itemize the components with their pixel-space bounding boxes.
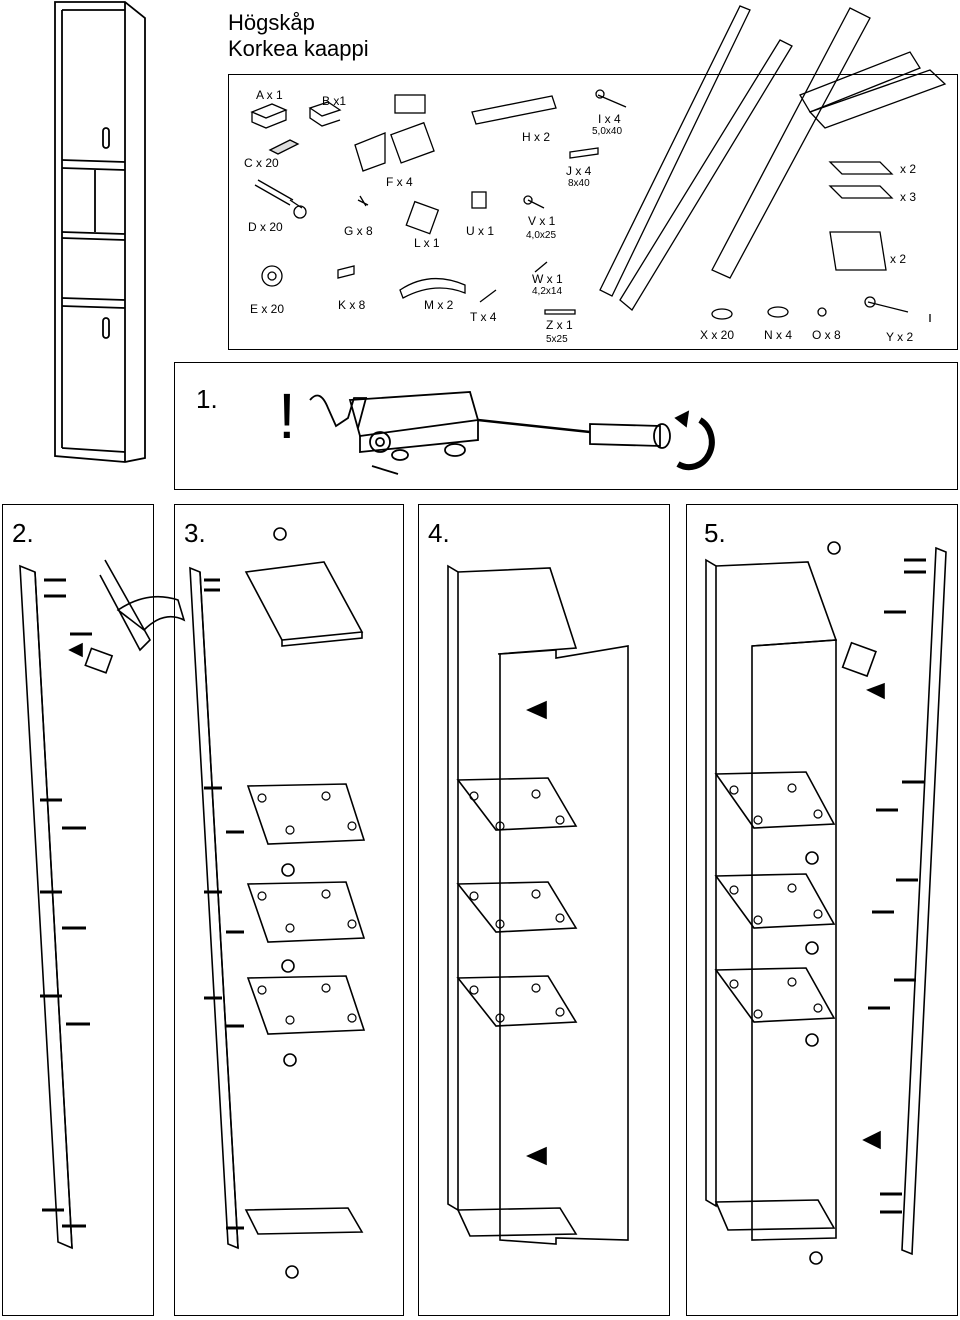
part-I-label: I x 4 [598, 112, 621, 126]
step-1-panel [174, 362, 958, 490]
step-4-panel [418, 504, 670, 1316]
part-J-label: J x 4 [566, 164, 592, 178]
step-3-number: 3. [184, 518, 206, 548]
part-L-label: L x 1 [414, 236, 440, 250]
part-N-label: N x 4 [764, 328, 793, 342]
part-A-label: A x 1 [256, 88, 283, 102]
part-J-size: 8x40 [568, 178, 590, 189]
part-E-label: E x 20 [250, 302, 285, 316]
step-5-panel [686, 504, 958, 1316]
part-Z-size: 5x25 [546, 334, 568, 345]
step-2-number: 2. [12, 518, 34, 548]
part-Z-label: Z x 1 [546, 318, 573, 332]
step-5-number: 5. [704, 518, 726, 548]
part-W-label: W x 1 [532, 272, 563, 286]
part-H-label: H x 2 [522, 130, 551, 144]
part-I-size: 5,0x40 [592, 126, 623, 137]
part-X-label: X x 20 [700, 328, 735, 342]
part-W-size: 4,2x14 [532, 286, 563, 297]
part-M-label: M x 2 [424, 298, 454, 312]
step-3-panel [174, 504, 404, 1316]
part-G-label: G x 8 [344, 224, 373, 238]
title-line-1: Högskåp [228, 10, 315, 35]
panel-square-count: x 2 [890, 252, 907, 266]
part-C-label: C x 20 [244, 156, 279, 170]
warning-mark: ! [278, 380, 296, 452]
part-F-label: F x 4 [386, 175, 413, 189]
part-D-label: D x 20 [248, 220, 283, 234]
panel-small-a-count: x 2 [900, 162, 917, 176]
step-1-illustration [309, 391, 715, 475]
step-1-number: 1. [196, 384, 218, 414]
panel-small-b-count: x 3 [900, 190, 917, 204]
part-B-label: B x1 [322, 94, 347, 108]
part-Y-label: Y x 2 [886, 330, 914, 344]
parts-panel [228, 74, 958, 350]
part-V-label: V x 1 [528, 214, 556, 228]
part-K-label: K x 8 [338, 298, 366, 312]
part-U-label: U x 1 [466, 224, 495, 238]
part-T-label: T x 4 [470, 310, 497, 324]
step-4-number: 4. [428, 518, 450, 548]
title-line-2: Korkea kaappi [228, 36, 369, 61]
step-2-panel [2, 504, 154, 1316]
part-V-size: 4,0x25 [526, 230, 557, 241]
parts-drawings [250, 5, 947, 322]
part-O-label: O x 8 [812, 328, 841, 342]
